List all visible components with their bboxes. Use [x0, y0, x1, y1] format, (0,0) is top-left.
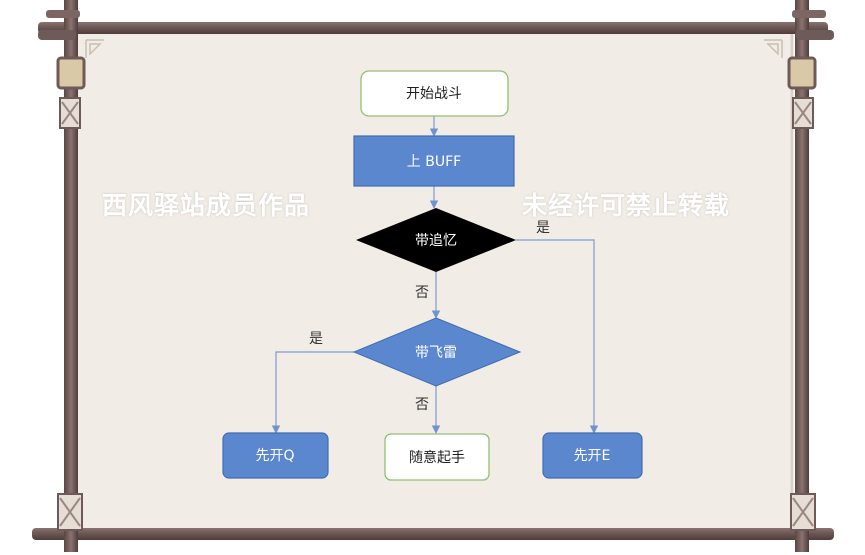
node-decision-recall-label: 带追忆 [415, 233, 457, 249]
watermark-right: 未经许可禁止转载 [522, 191, 731, 220]
edge-label-recall-yes: 是 [536, 220, 550, 236]
node-decision-thunder-label: 带飞雷 [415, 345, 457, 361]
bottom-beam [32, 528, 834, 540]
edge-thunder-yes [271, 351, 354, 434]
left-post [38, 0, 86, 552]
edge-recall-yes [516, 239, 599, 434]
node-start: 开始战斗 [360, 70, 509, 117]
top-beam [38, 22, 828, 34]
node-e-first: 先开E [542, 432, 643, 479]
node-random-label: 随意起手 [409, 449, 465, 466]
node-random: 随意起手 [384, 433, 490, 481]
watermark-left: 西风驿站成员作品 [102, 191, 311, 220]
node-start-label: 开始战斗 [406, 86, 462, 102]
edge-label-recall-no: 否 [415, 285, 429, 301]
edge-label-thunder-no: 否 [415, 397, 429, 413]
node-buff-label: 上 BUFF [407, 154, 461, 170]
corner-ornament-icon [85, 39, 783, 58]
node-q-first-label: 先开Q [255, 448, 294, 464]
node-e-first-label: 先开E [574, 448, 611, 464]
node-buff: 上 BUFF [353, 135, 515, 187]
edge-label-thunder-yes: 是 [309, 331, 323, 347]
right-post [787, 0, 834, 552]
node-decision-recall: 带追忆 [356, 208, 516, 272]
node-q-first: 先开Q [222, 432, 329, 479]
node-decision-thunder: 带飞雷 [352, 317, 522, 387]
